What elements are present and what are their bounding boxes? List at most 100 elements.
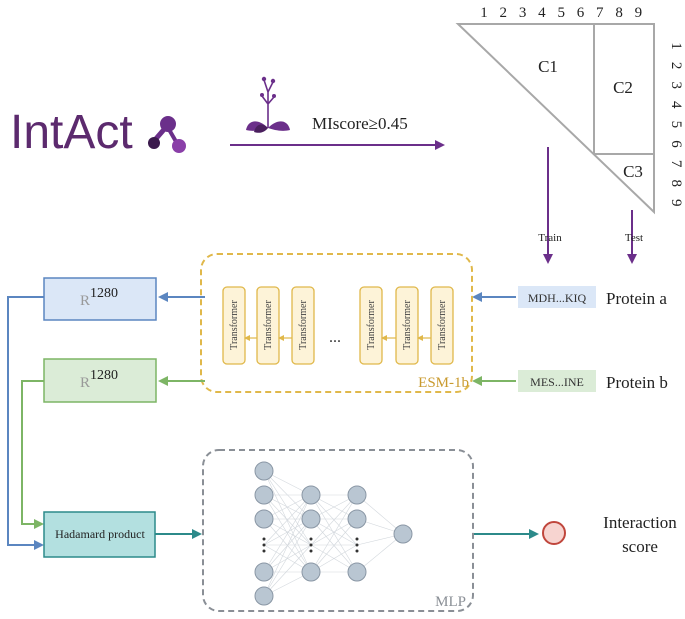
embedding-b-symbol: R1280 — [80, 368, 118, 391]
mlp-edge — [263, 518, 312, 597]
top-index-number: 8 — [615, 5, 623, 21]
transformer-label: Transformer — [437, 300, 448, 350]
side-index-number: 3 — [668, 81, 684, 89]
mlp-ellipsis-dot — [309, 543, 313, 547]
embedding-a-symbol: R1280 — [80, 286, 118, 309]
mlp-edge — [263, 494, 312, 546]
score-node — [542, 521, 566, 545]
embedding-b: R1280 — [43, 358, 157, 403]
mlp-nodes — [254, 461, 413, 606]
arabidopsis-plant-icon — [246, 76, 290, 133]
protein-b-sequence: MES...INE — [530, 375, 584, 389]
top-index-number: 1 — [480, 5, 488, 21]
mlp-ellipsis-dot — [355, 537, 359, 541]
transformer-block: Transformer — [222, 286, 246, 365]
top-index-number: 4 — [538, 5, 546, 21]
region-c2: C2 — [613, 78, 633, 97]
mlp-node — [347, 485, 367, 505]
protein-a: MDH...KIQ Protein a — [472, 286, 667, 308]
mlp-node — [301, 509, 321, 529]
mlp-node — [254, 485, 274, 505]
protein-a-label: Protein a — [606, 289, 667, 308]
protein-a-sequence: MDH...KIQ — [528, 291, 587, 305]
transformer-label: Transformer — [263, 300, 274, 350]
mlp-ellipsis-dot — [262, 543, 266, 547]
mlp-ellipsis-dot — [309, 537, 313, 541]
transformer-label: Transformer — [366, 300, 377, 350]
hadamard-product: Hadamard product — [43, 511, 202, 558]
mlp-block: MLP — [202, 449, 539, 612]
top-index-number: 2 — [500, 5, 508, 21]
mlp-connections — [263, 470, 404, 597]
mlp-node — [254, 509, 274, 529]
test-label: Test — [625, 232, 643, 244]
mlp-edge — [263, 470, 312, 573]
region-c3: C3 — [623, 162, 643, 181]
logo-text: IntAct — [10, 106, 133, 159]
transformer-stack: Transformer Transformer Transformer Transfo… — [222, 286, 454, 365]
mlp-edge — [263, 544, 312, 597]
top-index-number: 9 — [635, 5, 643, 21]
mlp-node — [393, 524, 413, 544]
train-arrow: Train — [538, 147, 562, 264]
top-index-number: 3 — [519, 5, 527, 21]
mlp-edge — [310, 494, 358, 546]
mlp-node — [254, 461, 274, 481]
score-label-line1: Interaction — [603, 513, 677, 532]
transformer-block: Transformer — [359, 286, 383, 365]
mlp-ellipsis-dot — [262, 549, 266, 553]
protein-b: MES...INE Protein b — [472, 370, 668, 392]
embedding-a: R1280 — [43, 277, 157, 321]
mlp-edge — [263, 494, 312, 573]
mlp-edge — [356, 494, 404, 535]
mlp-ellipsis-dot — [355, 543, 359, 547]
transformer-block: Transformer — [256, 286, 280, 365]
train-label: Train — [538, 232, 562, 244]
embedding-connectors — [7, 296, 44, 550]
protein-a-sequence-box — [518, 286, 596, 308]
transformer-block: Transformer — [291, 286, 315, 365]
top-index-number: 7 — [596, 5, 604, 21]
transformer-label: Transformer — [402, 300, 413, 350]
side-index-number: 7 — [668, 160, 684, 168]
mlp-edge — [310, 518, 358, 573]
protein-b-label: Protein b — [606, 373, 668, 392]
filter-arrow: MIscore≥0.45 — [230, 114, 445, 150]
side-index-number: 1 — [668, 42, 684, 50]
mlp-edge — [263, 470, 312, 546]
side-index-number: 2 — [668, 62, 684, 70]
mlp-edge — [263, 494, 312, 597]
logo-mark-icon — [148, 116, 186, 153]
side-index-number: 9 — [668, 199, 684, 207]
mlp-node — [254, 586, 274, 606]
mlp-node — [347, 509, 367, 529]
mlp-node — [347, 562, 367, 582]
mlp-ellipsis-dot — [355, 549, 359, 553]
score-label-line2: score — [622, 537, 658, 556]
hadamard-label: Hadamard product — [55, 527, 145, 541]
mlp-edge — [356, 533, 404, 573]
side-index-number: 4 — [668, 101, 684, 109]
transformer-label: Transformer — [229, 300, 240, 350]
top-index-number: 6 — [577, 5, 585, 21]
test-arrow: Test — [625, 210, 643, 264]
mlp-name: MLP — [435, 594, 466, 610]
mlp-edge — [310, 494, 358, 573]
top-index-number: 5 — [557, 5, 565, 21]
transformer-ellipsis: ... — [329, 329, 341, 346]
mlp-node — [301, 485, 321, 505]
mlp-ellipsis-dot — [309, 549, 313, 553]
mlp-node — [254, 562, 274, 582]
transformer-label: Transformer — [298, 300, 309, 350]
transformer-block: Transformer — [395, 286, 419, 365]
intact-logo: IntAct — [10, 106, 186, 159]
side-index-number: 5 — [668, 121, 684, 128]
side-index-number: 8 — [668, 179, 684, 187]
mlp-node — [301, 562, 321, 582]
